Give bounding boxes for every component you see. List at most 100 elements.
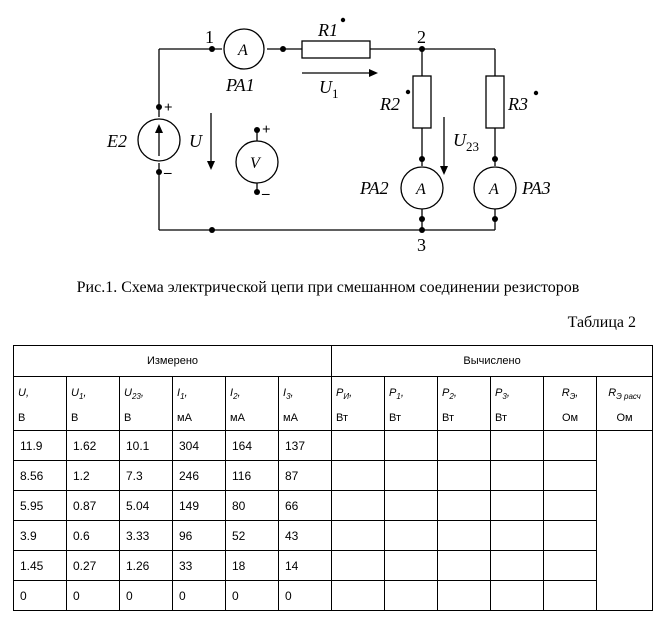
terminal-dot [254,189,260,195]
table-cell: 87 [277,460,333,491]
table-cell: 43 [277,520,333,551]
header-symbol: I [283,386,287,399]
column-header-meas-0: U,В [13,376,67,431]
column-header-meas-4: I2,мА [225,376,279,431]
empty-cell [437,580,492,611]
empty-cell [437,430,492,461]
label-pa1: PA1 [225,75,255,95]
empty-cell [384,520,439,551]
empty-cell [437,490,492,521]
node-dot [280,46,286,52]
table-cell: 0 [66,580,120,611]
label-pa2: PA2 [359,178,389,198]
polarity-dot-r2 [405,89,411,95]
table-cell: 164 [225,430,279,461]
table-cell: 0.6 [66,520,120,551]
source-e2 [137,118,181,162]
column-header-meas-3: I1,мА [172,376,226,431]
table-cell: 80 [225,490,279,521]
table-cell: 52 [225,520,279,551]
resistor-r3 [485,75,505,129]
header-subscript: 3 [502,391,507,401]
arrow-u23-head [440,166,448,175]
node-dot [419,227,425,233]
label-r2: R2 [379,94,400,114]
table-cell: 10.1 [119,430,173,461]
empty-cell [384,490,439,521]
minus-sign: – [261,186,270,202]
header-symbol: P [442,386,450,399]
voltmeter-letter: V [250,155,262,172]
table-cell: 8.56 [13,460,67,491]
empty-cell [543,490,598,521]
table-cell: 0.87 [66,490,120,521]
label-r1: R1 [317,20,338,40]
empty-cell [384,550,439,581]
empty-cell [490,520,545,551]
empty-cell [437,460,492,491]
empty-cell [490,460,545,491]
table-cell: 246 [172,460,226,491]
column-header-meas-2: U23,В [119,376,173,431]
table-cell: 5.04 [119,490,173,521]
figure-caption: Рис.1. Схема электрической цепи при смеш… [76,279,580,296]
header-symbol: P [495,386,503,399]
header-symbol: I [177,386,181,399]
table-cell: 11.9 [13,430,67,461]
node-dot [209,227,215,233]
table-cell: 0.27 [66,550,120,581]
table-cell: 116 [225,460,279,491]
ammeter-pa1 [223,28,265,70]
empty-cell [490,550,545,581]
label-pa2-letter: A [415,181,426,198]
empty-cell [543,460,598,491]
empty-cell-r-calc [596,430,654,611]
table-cell: 1.26 [119,550,173,581]
arrow-u1-head [369,69,378,77]
header-symbol: R [561,386,570,399]
label-u23: U23 [453,130,479,154]
empty-cell [331,520,386,551]
column-header-calc-4: RЭ,Ом [543,376,598,431]
header-unit: мА [177,411,192,424]
table-cell: 33 [172,550,226,581]
table-cell: 66 [277,490,333,521]
label-u: U [189,131,203,151]
label-u1: U1 [319,77,339,101]
table-cell: 96 [172,520,226,551]
header-subscript: 1 [78,391,84,401]
header-symbol: U, [18,386,29,399]
empty-cell [490,490,545,521]
source-e2-arrowhead [155,124,163,133]
empty-cell [331,550,386,581]
table-cell: 3.9 [13,520,67,551]
header-symbol: I [230,386,234,399]
node-label-2: 2 [417,27,426,47]
empty-cell [543,520,598,551]
header-symbol: U [71,386,79,399]
terminal-dot [156,104,162,110]
header-unit: Ом [561,411,579,424]
table-cell: 0 [277,580,333,611]
group-header-row: Измерено Вычислено [12,345,654,377]
minus-sign: – [163,165,172,181]
group-calculated: Вычислено [331,345,654,377]
empty-cell [331,490,386,521]
label-pa3-letter: A [488,181,499,198]
table-cell: 0 [119,580,173,611]
header-unit: Вт [442,411,455,424]
header-symbol: U [124,386,132,399]
node-dot [419,46,425,52]
table-cell: 3.33 [119,520,173,551]
header-unit: В [124,411,132,424]
table-cell: 1.62 [66,430,120,461]
empty-cell [543,430,598,461]
plus-sign: + [164,100,173,116]
table-cell: 0 [172,580,226,611]
resistor-r1 [301,40,371,59]
header-unit: Вт [495,411,508,424]
header-subscript: И [343,391,350,401]
